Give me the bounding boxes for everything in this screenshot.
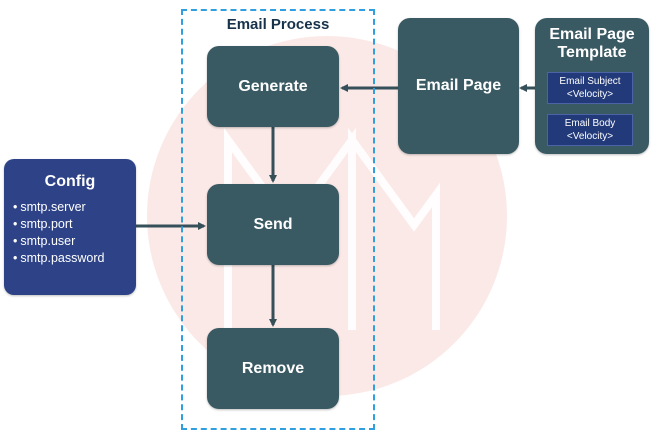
remove-node[interactable]: Remove (207, 328, 339, 409)
send-node[interactable]: Send (207, 184, 339, 265)
generate-node[interactable]: Generate (207, 46, 339, 127)
email-process-group (181, 9, 375, 430)
config-list: smtp.server smtp.port smtp.user smtp.pas… (13, 199, 104, 267)
template-title-line1: Email Page (549, 26, 635, 43)
template-title-line2: Template (557, 44, 627, 61)
email-body-engine: <Velocity> (566, 131, 614, 142)
config-title: Config (44, 173, 96, 190)
email-process-title: Email Process (226, 16, 330, 33)
email-page-node[interactable]: Email Page (398, 18, 519, 154)
config-item-smtp-user: smtp.user (13, 233, 104, 250)
email-subject-field[interactable]: Email Subject <Velocity> (547, 72, 633, 104)
email-subject-engine: <Velocity> (566, 89, 614, 100)
generate-label: Generate (238, 77, 308, 95)
email-page-label: Email Page (415, 77, 502, 94)
email-body-label: Email Body (564, 118, 616, 129)
config-item-smtp-port: smtp.port (13, 216, 104, 233)
email-page-template-title: Email Page Template (535, 26, 649, 62)
send-label: Send (253, 215, 293, 233)
remove-label: Remove (241, 359, 305, 377)
email-body-field[interactable]: Email Body <Velocity> (547, 114, 633, 146)
config-item-smtp-password: smtp.password (13, 250, 104, 267)
email-subject-label: Email Subject (559, 76, 621, 87)
config-item-smtp-server: smtp.server (13, 199, 104, 216)
